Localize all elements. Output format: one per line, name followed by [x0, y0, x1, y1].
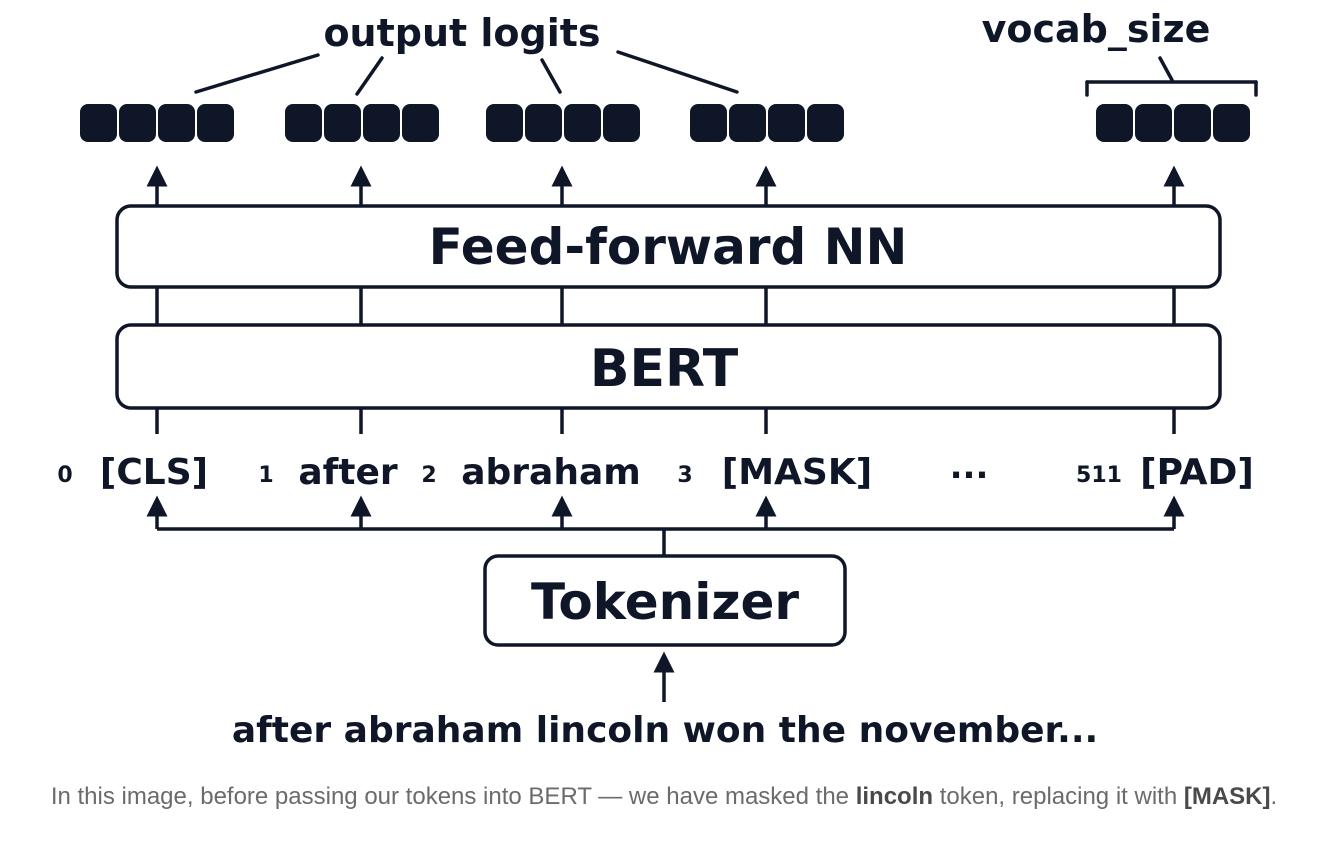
- token-text: abraham: [461, 452, 641, 493]
- logit-groups: [80, 104, 1250, 142]
- logit-cell: [525, 104, 562, 142]
- logit-cell: [324, 104, 361, 142]
- input-sentence: after abraham lincoln won the november..…: [232, 710, 1098, 751]
- caption-text: .: [1270, 783, 1278, 810]
- output-logits-leaders: [194, 50, 739, 96]
- ffnn-label: Feed-forward NN: [429, 218, 908, 276]
- logit-cell: [1135, 104, 1172, 142]
- token-text: [MASK]: [722, 452, 872, 493]
- token-index: 1: [258, 463, 273, 488]
- logit-cell: [807, 104, 844, 142]
- bert-label: BERT: [590, 339, 739, 399]
- logit-cell: [197, 104, 234, 142]
- bert-box: [115, 323, 1222, 410]
- logit-cell: [363, 104, 400, 142]
- bert-to-token-connectors: [155, 409, 1176, 434]
- caption-bold-mask: [MASK]: [1183, 783, 1271, 810]
- tokenizer-to-tokens-arrows: [146, 495, 1185, 529]
- ffnn-box: [115, 204, 1222, 289]
- logit-cell: [768, 104, 805, 142]
- bracket-line: [1158, 56, 1174, 82]
- vocab-size-bracket: [1085, 56, 1258, 97]
- logit-cell: [729, 104, 766, 142]
- logit-cell: [1174, 104, 1211, 142]
- token-index: 2: [421, 463, 436, 488]
- bert-to-ffnn-connectors: [155, 288, 1176, 324]
- tokenizer-box: [483, 554, 847, 647]
- output-logits-label: output logits: [323, 11, 600, 55]
- caption-bold-lincoln: lincoln: [855, 783, 934, 810]
- logit-cell: [690, 104, 727, 142]
- logit-cell: [603, 104, 640, 142]
- logit-cell: [1213, 104, 1250, 142]
- token-index: 0: [57, 463, 72, 488]
- logit-cell: [158, 104, 195, 142]
- logit-cell: [402, 104, 439, 142]
- vocab-size-label: vocab_size: [982, 7, 1211, 51]
- token-text: [PAD]: [1140, 452, 1254, 493]
- leader-line: [540, 58, 562, 94]
- leader-line: [355, 56, 384, 96]
- logit-cell: [486, 104, 523, 142]
- token-row: 0 [CLS] 1 after 2 abraham 3 [MASK] ... 5…: [57, 447, 1254, 493]
- logit-cell: [80, 104, 117, 142]
- leader-line: [194, 53, 320, 94]
- caption-text: token, replacing it with: [933, 783, 1184, 810]
- ffnn-to-logits-arrows: [146, 165, 1185, 205]
- token-text: after: [298, 452, 398, 493]
- token-index: 3: [677, 463, 692, 488]
- bert-mlm-diagram: output logits vocab_size Feed-forward NN…: [57, 7, 1258, 751]
- token-index: 511: [1076, 463, 1122, 488]
- tokenizer-label: Tokenizer: [531, 573, 799, 631]
- figure-caption: In this image, before passing our tokens…: [0, 778, 1328, 816]
- token-ellipsis: ...: [950, 447, 989, 487]
- caption-text: In this image, before passing our tokens…: [50, 783, 856, 810]
- logit-cell: [285, 104, 322, 142]
- token-text: [CLS]: [100, 452, 208, 493]
- logit-cell: [1096, 104, 1133, 142]
- logit-cell: [564, 104, 601, 142]
- leader-line: [616, 50, 739, 94]
- logit-cell: [119, 104, 156, 142]
